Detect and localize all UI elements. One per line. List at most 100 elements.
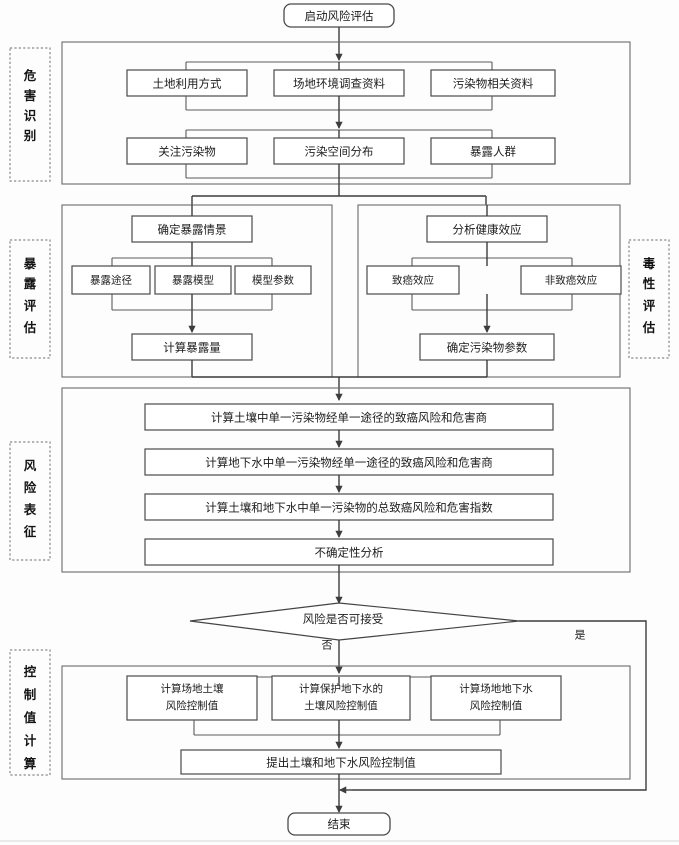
phase-label-control-4: 计	[24, 733, 37, 748]
exposure-node-calc-amount[interactable]: 计算暴露量	[131, 333, 253, 361]
toxicity-node-non-carcinogenic-shape	[520, 265, 622, 295]
phase-label-exposure-4: 估	[23, 320, 37, 335]
exposure-node-parameters[interactable]: 模型参数	[234, 265, 312, 295]
end-node-shape	[287, 812, 391, 836]
phase-label-hazard-4: 别	[23, 128, 37, 143]
phase-label-exposure-1: 暴	[23, 256, 37, 271]
exposure-node-model-label: 暴露模型	[172, 274, 214, 287]
end-node[interactable]: 结束	[287, 812, 391, 836]
toxicity-node-carcinogenic-shape	[366, 265, 460, 295]
risk-node-uncertainty-label: 不确定性分析	[315, 546, 384, 560]
hazard-node-target-pollutant[interactable]: 关注污染物	[126, 137, 248, 165]
exposure-node-model[interactable]: 暴露模型	[154, 265, 232, 295]
toxicity-node-non-carcinogenic[interactable]: 非致癌效应	[520, 265, 622, 295]
risk-node-groundwater-single[interactable]: 计算地下水中单一污染物经单一途径的致癌风险和危害商	[144, 448, 554, 476]
hazard-node-site-survey[interactable]: 场地环境调查资料	[273, 69, 405, 97]
decision-node[interactable]: 风险是否可接受	[189, 602, 520, 641]
toxicity-node-health-effects-shape	[426, 215, 548, 243]
phase-label-exposure-3: 评	[24, 298, 37, 313]
exposure-node-scenario-label: 确定暴露情景	[158, 223, 227, 237]
risk-node-total[interactable]: 计算土壤和地下水中单一污染物的总致癌风险和危害指数	[144, 493, 554, 521]
hazard-node-pollutant-data-label: 污染物相关资料	[453, 77, 534, 91]
control-node-site-groundwater-line1: 计算场地地下水	[459, 682, 533, 695]
bracket-control-row-bottom	[193, 720, 501, 736]
toxicity-node-pollutant-params-label: 确定污染物参数	[447, 341, 528, 355]
risk-node-total-label: 计算土壤和地下水中单一污染物的总致癌风险和危害指数	[205, 501, 493, 515]
control-node-summary-shape	[180, 749, 502, 775]
phase-label-control-3: 值	[24, 710, 37, 725]
control-node-site-groundwater-shape	[430, 675, 562, 721]
control-node-summary-label: 提出土壤和地下水风险控制值	[266, 756, 416, 770]
phase-label-risk-4: 征	[24, 524, 37, 539]
toxicity-node-carcinogenic[interactable]: 致癌效应	[366, 265, 460, 295]
start-node[interactable]: 启动风险评估	[283, 3, 395, 28]
control-node-protect-groundwater-shape	[271, 675, 411, 721]
control-node-protect-groundwater[interactable]: 计算保护地下水的 土壤风险控制值	[271, 675, 411, 721]
toxicity-node-health-effects-label: 分析健康效应	[453, 223, 522, 237]
toxicity-node-carcinogenic-label: 致癌效应	[392, 274, 434, 287]
hazard-node-site-survey-shape	[273, 69, 405, 97]
phase-label-risk-1: 风	[24, 458, 37, 473]
decision-yes-label: 是	[575, 629, 586, 642]
risk-node-soil-single-shape	[144, 403, 554, 431]
phase-box-control-value	[9, 649, 51, 776]
phase-box-exposure-assessment	[9, 239, 51, 359]
toxicity-node-health-effects[interactable]: 分析健康效应	[426, 215, 548, 243]
exposure-node-parameters-label: 模型参数	[252, 274, 294, 287]
connector-decision-yes	[352, 620, 647, 791]
control-node-site-soil-line1: 计算场地土壤	[161, 682, 224, 695]
decision-no-label: 否	[322, 639, 333, 652]
hazard-node-spatial-distribution[interactable]: 污染空间分布	[273, 137, 405, 165]
exposure-node-pathway[interactable]: 暴露途径	[71, 265, 151, 295]
group-box-risk	[61, 387, 631, 573]
group-box-hazard	[61, 41, 631, 185]
exposure-node-model-shape	[154, 265, 232, 295]
start-node-label: 启动风险评估	[305, 9, 374, 23]
control-node-site-soil[interactable]: 计算场地土壤 风险控制值	[126, 675, 258, 721]
control-node-protect-groundwater-line1: 计算保护地下水的	[299, 682, 383, 695]
hazard-node-target-pollutant-shape	[126, 137, 248, 165]
phase-box-risk-characterization	[9, 441, 51, 561]
control-node-summary[interactable]: 提出土壤和地下水风险控制值	[180, 749, 502, 775]
phase-box-toxicity-assessment	[628, 239, 670, 359]
phase-label-toxicity-4: 估	[642, 320, 656, 335]
phase-label-hazard-1: 危	[23, 68, 37, 83]
phase-label-control-1: 控	[24, 664, 37, 679]
phase-box-hazard-identification	[9, 47, 51, 182]
risk-node-uncertainty-shape	[144, 538, 554, 566]
hazard-node-exposed-population[interactable]: 暴露人群	[430, 137, 556, 165]
risk-node-soil-single[interactable]: 计算土壤中单一污染物经单一途径的致癌风险和危害商	[144, 403, 554, 431]
exposure-node-scenario[interactable]: 确定暴露情景	[131, 215, 253, 243]
hazard-node-spatial-distribution-label: 污染空间分布	[305, 145, 374, 159]
toxicity-node-pollutant-params-shape	[419, 333, 555, 361]
hazard-node-land-use[interactable]: 土地利用方式	[126, 69, 248, 97]
bracket-toxicity-mid-top	[411, 257, 573, 266]
hazard-node-site-survey-label: 场地环境调查资料	[293, 77, 385, 91]
phase-label-hazard-3: 识	[24, 108, 37, 123]
exposure-node-calc-amount-shape	[131, 333, 253, 361]
hazard-node-exposed-population-label: 暴露人群	[470, 145, 516, 159]
toxicity-node-pollutant-params[interactable]: 确定污染物参数	[419, 333, 555, 361]
hazard-node-pollutant-data[interactable]: 污染物相关资料	[430, 69, 556, 97]
phase-label-toxicity-2: 性	[642, 276, 656, 291]
risk-node-groundwater-single-shape	[144, 448, 554, 476]
control-node-site-groundwater[interactable]: 计算场地地下水 风险控制值	[430, 675, 562, 721]
phase-label-risk-2: 险	[24, 480, 37, 495]
toxicity-node-non-carcinogenic-label: 非致癌效应	[545, 274, 598, 287]
hazard-node-exposed-population-shape	[430, 137, 556, 165]
group-box-control	[61, 665, 631, 780]
bracket-toxicity-mid-bottom	[411, 294, 573, 311]
control-node-site-soil-shape	[126, 675, 258, 721]
control-node-site-groundwater-line2: 风险控制值	[470, 699, 523, 712]
hazard-node-land-use-shape	[126, 69, 248, 97]
hazard-node-target-pollutant-label: 关注污染物	[158, 145, 216, 159]
risk-node-total-shape	[144, 493, 554, 521]
phase-label-toxicity-1: 毒	[643, 256, 656, 271]
phase-label-toxicity-3: 评	[643, 298, 656, 313]
risk-node-uncertainty[interactable]: 不确定性分析	[144, 538, 554, 566]
split-bracket-exposure-toxicity	[191, 195, 487, 205]
exposure-node-pathway-shape	[71, 265, 151, 295]
end-node-label: 结束	[328, 817, 351, 831]
